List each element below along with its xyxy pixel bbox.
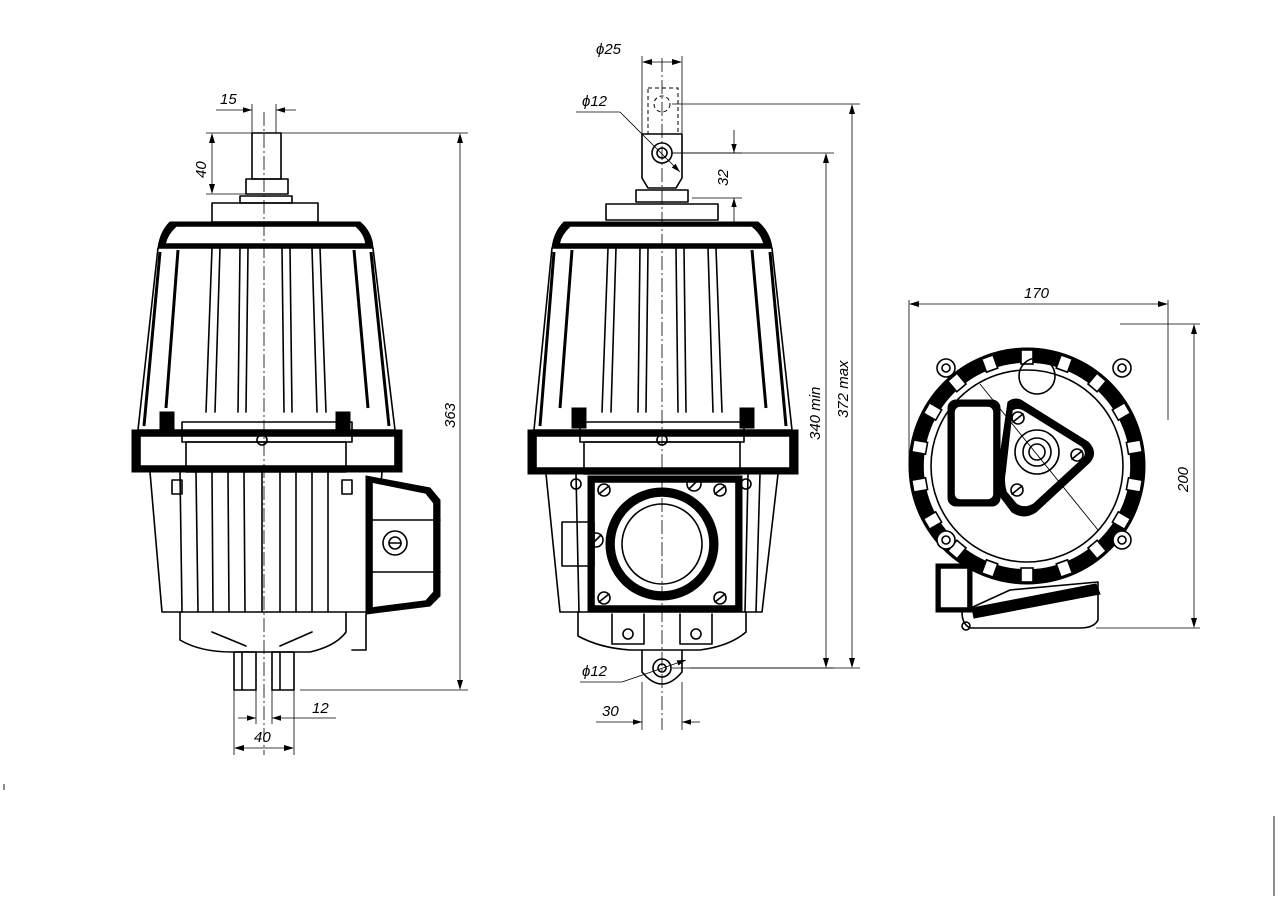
dim-front-bottom-eye-width: 30 bbox=[602, 703, 619, 720]
dim-side-top-offset: 15 bbox=[220, 91, 237, 108]
dim-front-bottom-eye-diameter: ϕ12 bbox=[582, 663, 608, 680]
dim-side-height: 363 bbox=[442, 402, 459, 428]
dim-front-rod-diameter: ϕ25 bbox=[596, 41, 622, 58]
dim-front-max-length: 372 max bbox=[835, 360, 852, 418]
dim-top-width: 170 bbox=[1024, 285, 1050, 302]
dim-front-min-length: 340 min bbox=[807, 387, 824, 440]
dim-side-base-width: 40 bbox=[254, 729, 271, 746]
dim-top-height: 200 bbox=[1175, 466, 1192, 493]
dim-side-rod-length: 40 bbox=[193, 161, 210, 178]
side-view: 15 40 363 12 40 bbox=[131, 91, 468, 755]
dim-side-base-offset: 12 bbox=[312, 700, 329, 717]
top-view: 170 200 bbox=[908, 285, 1200, 631]
dim-front-eye-diameter: ϕ12 bbox=[582, 93, 608, 110]
dim-front-eye-offset: 32 bbox=[715, 169, 732, 186]
front-view: ϕ25 ϕ12 32 340 min 372 max ϕ12 30 bbox=[527, 41, 860, 730]
